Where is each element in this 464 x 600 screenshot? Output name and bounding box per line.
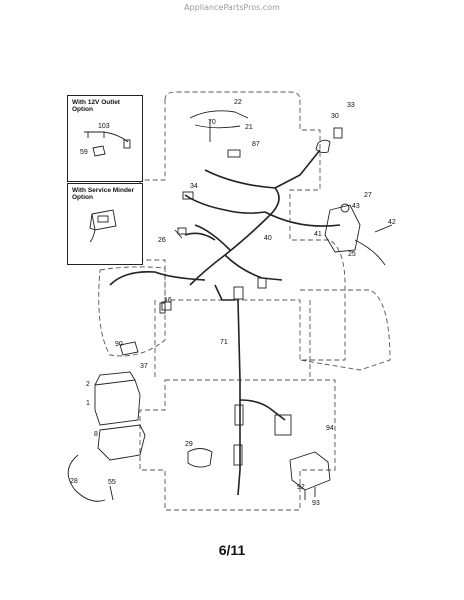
- page-number: 6/11: [218, 542, 246, 558]
- callout-70: 70: [208, 119, 216, 126]
- minder-option-drawing: [89, 209, 117, 243]
- callout-92: 92: [297, 484, 305, 491]
- callout-26: 26: [158, 237, 166, 244]
- callout-27: 27: [364, 192, 372, 199]
- callout-21: 21: [245, 124, 253, 131]
- outlet-option-drawing: 103 59: [80, 123, 131, 157]
- callout-34: 34: [190, 183, 198, 190]
- minder-option-title: With Service Minder Option: [72, 187, 135, 201]
- callout-37: 37: [140, 363, 148, 370]
- minder-option-inset: With Service Minder Option: [67, 183, 143, 265]
- callout-41: 41: [314, 231, 322, 238]
- callout-28: 28: [70, 478, 78, 485]
- callout-93: 93: [312, 500, 320, 507]
- callout-2: 2: [86, 381, 90, 388]
- callout-43: 43: [352, 203, 360, 210]
- callout-30: 30: [331, 113, 339, 120]
- callout-87: 87: [252, 141, 260, 148]
- outlet-option-title: With 12V Outlet Option: [72, 99, 120, 113]
- callout-1: 1: [86, 400, 90, 407]
- callout-8: 8: [94, 431, 98, 438]
- callout-16: 16: [164, 297, 172, 304]
- callout-25: 25: [348, 251, 356, 258]
- watermark: AppliancePartsPros.com: [184, 3, 280, 12]
- callout-55: 55: [108, 479, 116, 486]
- callout-42: 42: [388, 219, 396, 226]
- outlet-option-inset: With 12V Outlet Option 103 59: [67, 95, 143, 182]
- callout-71: 71: [220, 339, 228, 346]
- callout-29: 29: [185, 441, 193, 448]
- callout-22: 22: [234, 99, 242, 106]
- callout-103: 103: [98, 123, 110, 130]
- callout-59: 59: [80, 149, 88, 156]
- callout-90: 90: [115, 341, 123, 348]
- callout-33: 33: [347, 102, 355, 109]
- callout-94: 94: [326, 425, 334, 432]
- callout-40: 40: [264, 235, 272, 242]
